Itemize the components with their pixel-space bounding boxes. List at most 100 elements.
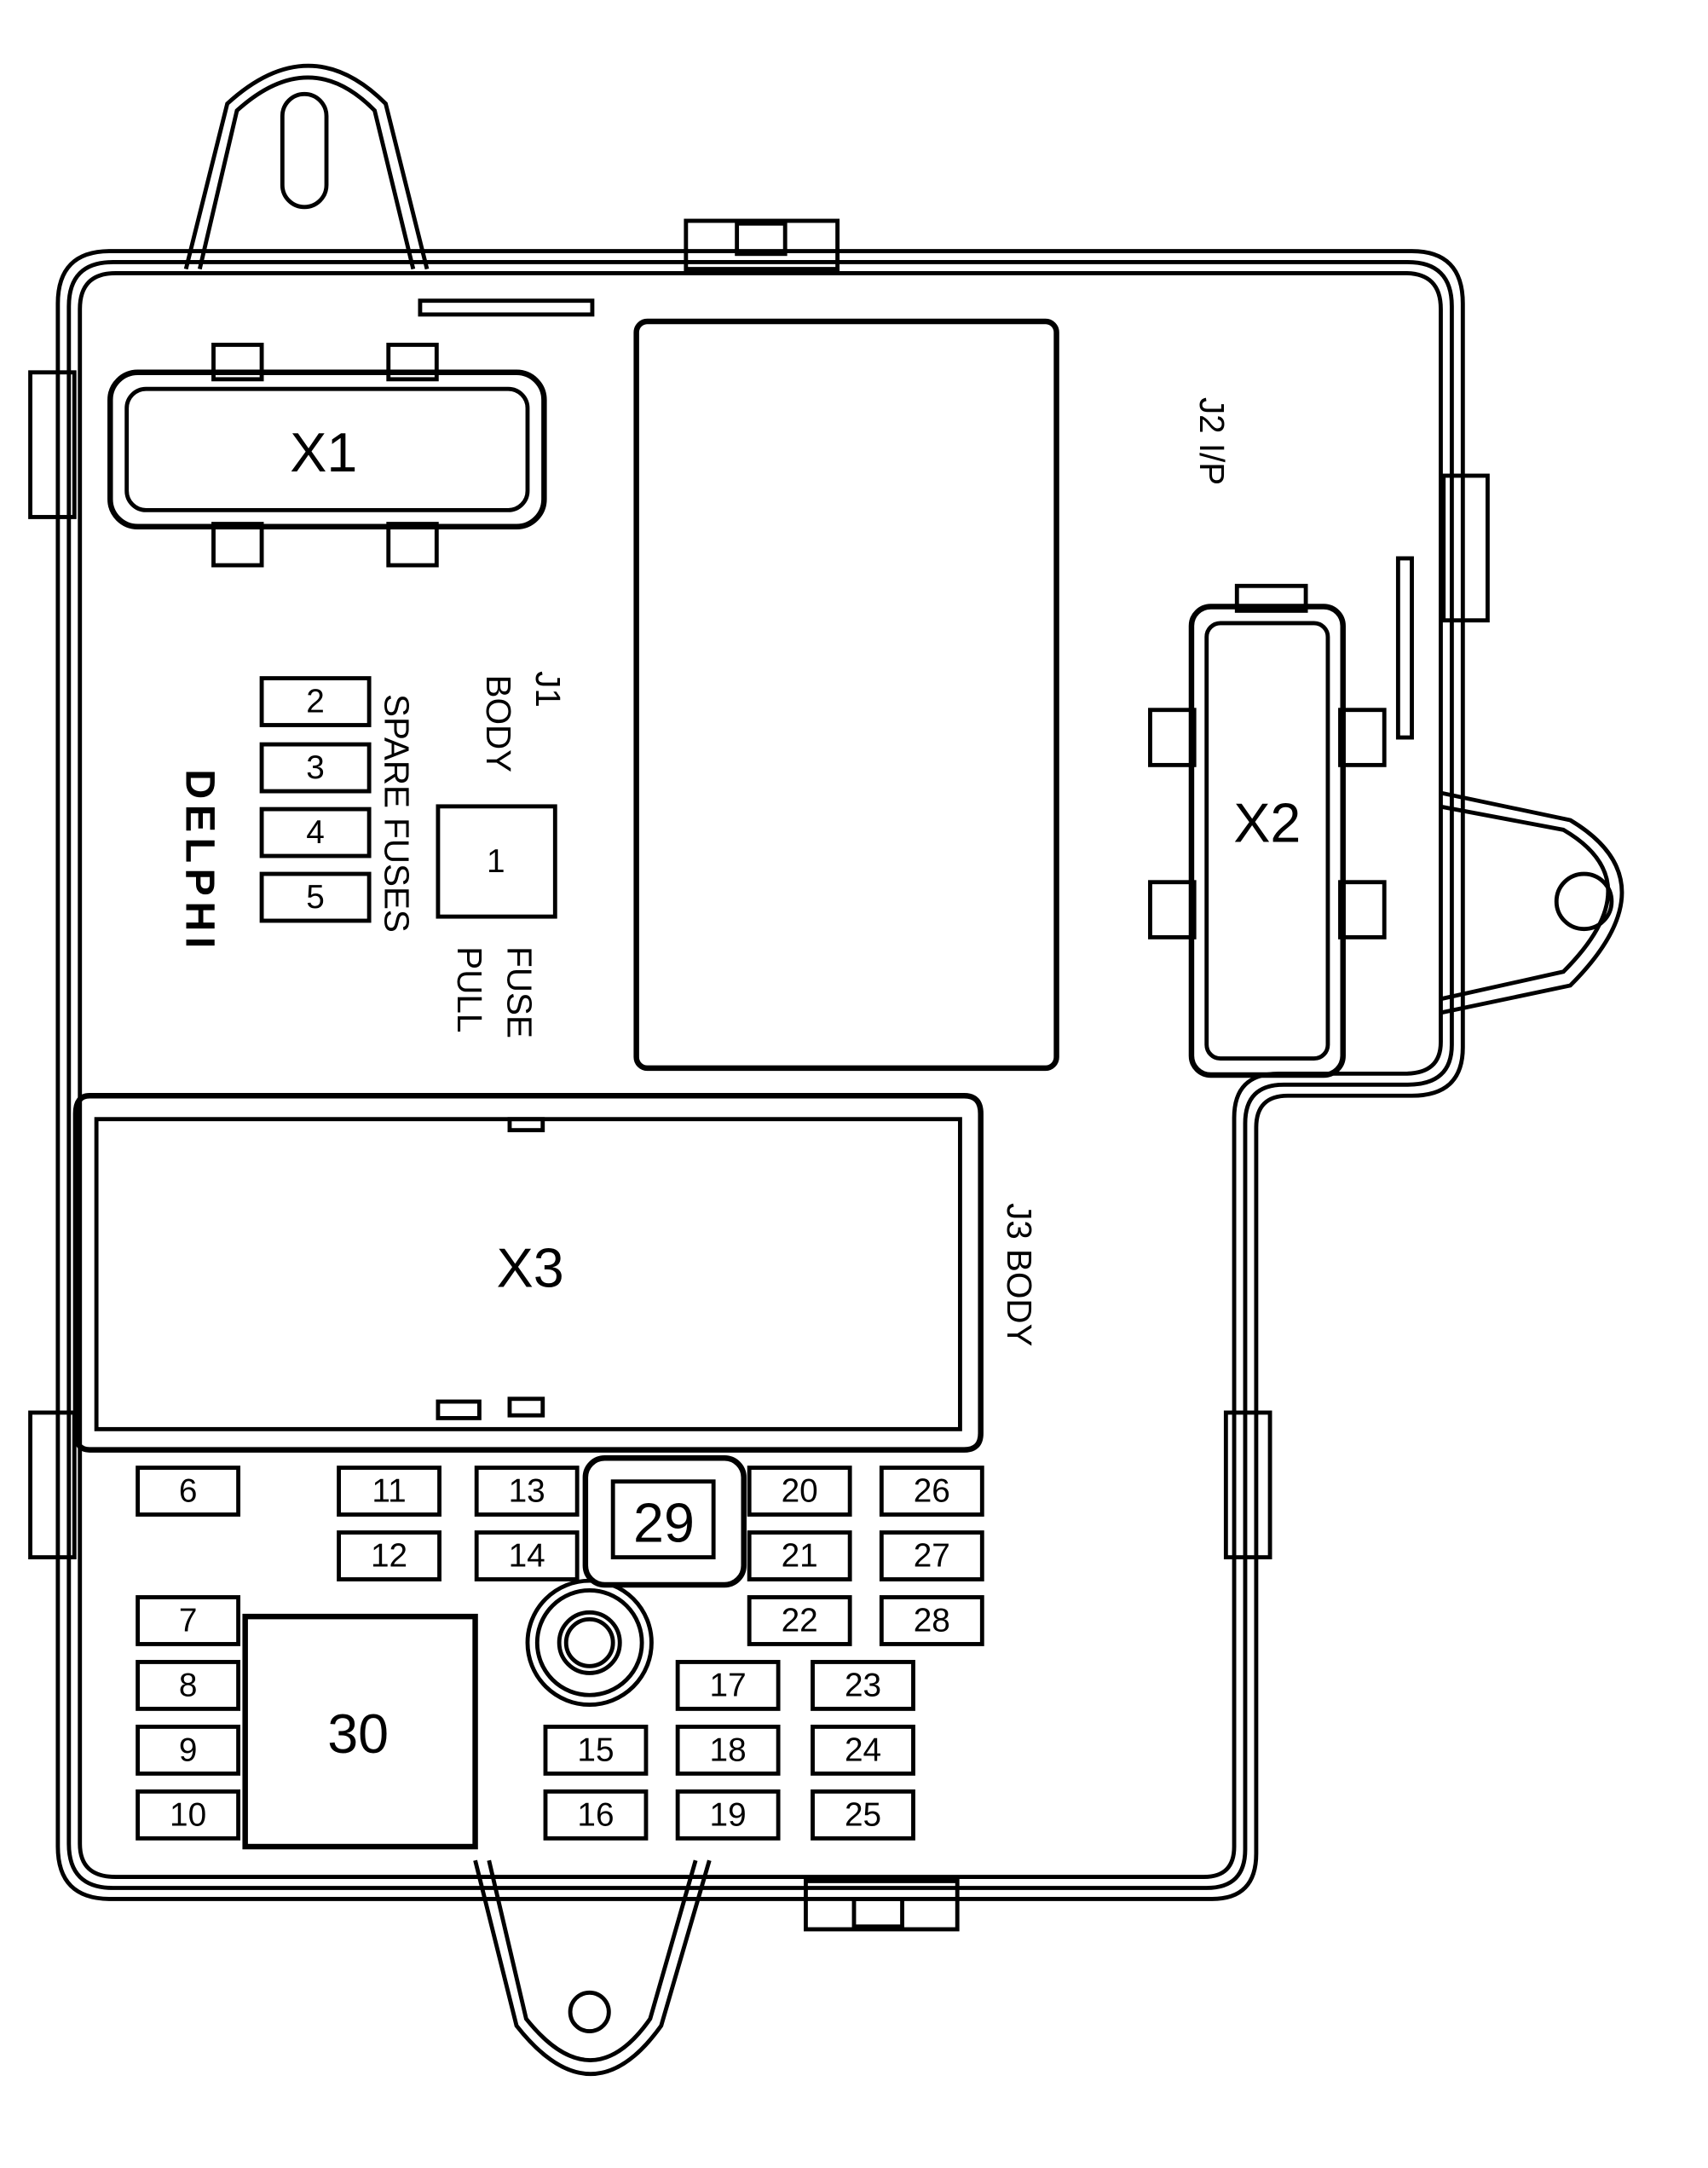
- fuse-17[interactable]: 17: [675, 1660, 781, 1711]
- fuse-10-label: 10: [170, 1796, 206, 1833]
- fuse-9[interactable]: 9: [136, 1724, 241, 1776]
- fuse-16[interactable]: 16: [543, 1789, 649, 1841]
- fuse-pull-label-line1: FUSE: [499, 946, 539, 1038]
- fuse-outline: [337, 1466, 441, 1517]
- fuse-12[interactable]: 12: [337, 1530, 441, 1581]
- fuse-14[interactable]: 14: [474, 1530, 580, 1581]
- fuse-18[interactable]: 18: [675, 1724, 781, 1776]
- fuse-7[interactable]: 7: [136, 1595, 241, 1646]
- connector-x2[interactable]: X2: [1148, 583, 1387, 1078]
- fuse-25-label: 25: [845, 1796, 881, 1833]
- fuse-21-label: 21: [782, 1538, 818, 1575]
- fuse-30-label: 30: [327, 1703, 389, 1765]
- fuse-23-label: 23: [845, 1667, 881, 1703]
- fuse-9-label: 9: [179, 1732, 198, 1768]
- fuse-outline: [879, 1595, 984, 1646]
- fuse-13[interactable]: 13: [474, 1466, 580, 1517]
- fuse-2[interactable]: 2: [259, 676, 372, 727]
- fuse-26-label: 26: [914, 1473, 950, 1510]
- fuse-22-label: 22: [782, 1602, 818, 1639]
- fuse-8-label: 8: [179, 1667, 198, 1703]
- fuse-pull-label-line2: PULL: [450, 946, 489, 1032]
- fuse-25[interactable]: 25: [811, 1789, 915, 1841]
- fuse-20[interactable]: 20: [747, 1466, 852, 1517]
- fuse-outline: [543, 1789, 649, 1841]
- mini-fuses: 2345678910111213141516171819202122232425…: [136, 676, 984, 1841]
- fuse-outline: [879, 1466, 984, 1517]
- fuse-outline: [675, 1724, 781, 1776]
- spare-fuses-label: SPARE FUSES: [377, 694, 416, 933]
- fuse-23[interactable]: 23: [811, 1660, 915, 1711]
- fuse-18-label: 18: [710, 1732, 747, 1768]
- fuse-29[interactable]: 29: [582, 1455, 747, 1588]
- fuse-4-label: 4: [306, 814, 325, 851]
- fuse-28-label: 28: [914, 1602, 950, 1639]
- fuse-outline: [136, 1724, 241, 1776]
- j3-body-label: J3 BODY: [1000, 1203, 1039, 1346]
- fuse-29-label: 29: [633, 1492, 695, 1554]
- fuse-21[interactable]: 21: [747, 1530, 852, 1581]
- connector-x3-label: X3: [497, 1237, 564, 1299]
- fuse-24[interactable]: 24: [811, 1724, 915, 1776]
- fuse-outline: [136, 1466, 241, 1517]
- fuse-11[interactable]: 11: [337, 1466, 441, 1517]
- connector-x3[interactable]: X3: [72, 1093, 984, 1453]
- fuse-outline: [136, 1660, 241, 1711]
- top-mounting-tab: [183, 63, 430, 270]
- fuse-outline: [136, 1789, 241, 1841]
- delphi-logo: DELPHI: [176, 769, 222, 954]
- fuse-outline: [811, 1724, 915, 1776]
- right-mounting-tab: [1439, 790, 1624, 1015]
- fuse-4[interactable]: 4: [259, 806, 372, 859]
- fuse-8[interactable]: 8: [136, 1660, 241, 1711]
- fuse-15[interactable]: 15: [543, 1724, 649, 1776]
- fuse-outline: [675, 1660, 781, 1711]
- fuse-outline: [747, 1466, 852, 1517]
- fuse-26[interactable]: 26: [879, 1466, 984, 1517]
- fuse-outline: [811, 1789, 915, 1841]
- j1-label: J1: [528, 671, 568, 708]
- fuse-14-label: 14: [509, 1538, 545, 1575]
- fuse-20-label: 20: [782, 1473, 818, 1510]
- power-stud: [525, 1578, 654, 1707]
- fuse-outline: [879, 1530, 984, 1581]
- fuse-15-label: 15: [577, 1732, 614, 1768]
- fuse-12-label: 12: [371, 1538, 407, 1575]
- fuse-22[interactable]: 22: [747, 1595, 852, 1646]
- fuse-10[interactable]: 10: [136, 1789, 241, 1841]
- j2-ip-label: J2 I/P: [1192, 397, 1232, 485]
- relay-module-area: [633, 318, 1059, 1072]
- connector-x2-label: X2: [1233, 792, 1301, 854]
- fuse-27[interactable]: 27: [879, 1530, 984, 1581]
- fuse-6[interactable]: 6: [136, 1466, 241, 1517]
- fuse-outline: [259, 871, 372, 923]
- j1-body-label: BODY: [479, 675, 518, 773]
- connector-x1[interactable]: X1: [107, 343, 547, 568]
- fuse-19-label: 19: [710, 1796, 747, 1833]
- fuse-outline: [543, 1724, 649, 1776]
- fuse-5[interactable]: 5: [259, 871, 372, 923]
- fuse-28[interactable]: 28: [879, 1595, 984, 1646]
- fuse-17-label: 17: [710, 1667, 747, 1703]
- fuse-1-label: 1: [487, 843, 505, 880]
- fuse-27-label: 27: [914, 1538, 950, 1575]
- fuse-5-label: 5: [306, 879, 325, 916]
- fuse-outline: [811, 1660, 915, 1711]
- fuse-19[interactable]: 19: [675, 1789, 781, 1841]
- fuse-13-label: 13: [509, 1473, 545, 1510]
- fuse-outline: [474, 1530, 580, 1581]
- fuse-3[interactable]: 3: [259, 742, 372, 794]
- fuse-outline: [474, 1466, 580, 1517]
- connector-x1-label: X1: [290, 421, 357, 483]
- fuse-30[interactable]: 30: [242, 1613, 478, 1850]
- fuse-outline: [259, 676, 372, 727]
- fuse-outline: [747, 1595, 852, 1646]
- fuse-outline: [675, 1789, 781, 1841]
- fuse-16-label: 16: [577, 1796, 614, 1833]
- fuse-outline: [259, 806, 372, 859]
- fuse-11-label: 11: [372, 1473, 406, 1510]
- fuse-3-label: 3: [306, 749, 325, 786]
- fuse-1[interactable]: 1: [436, 804, 557, 919]
